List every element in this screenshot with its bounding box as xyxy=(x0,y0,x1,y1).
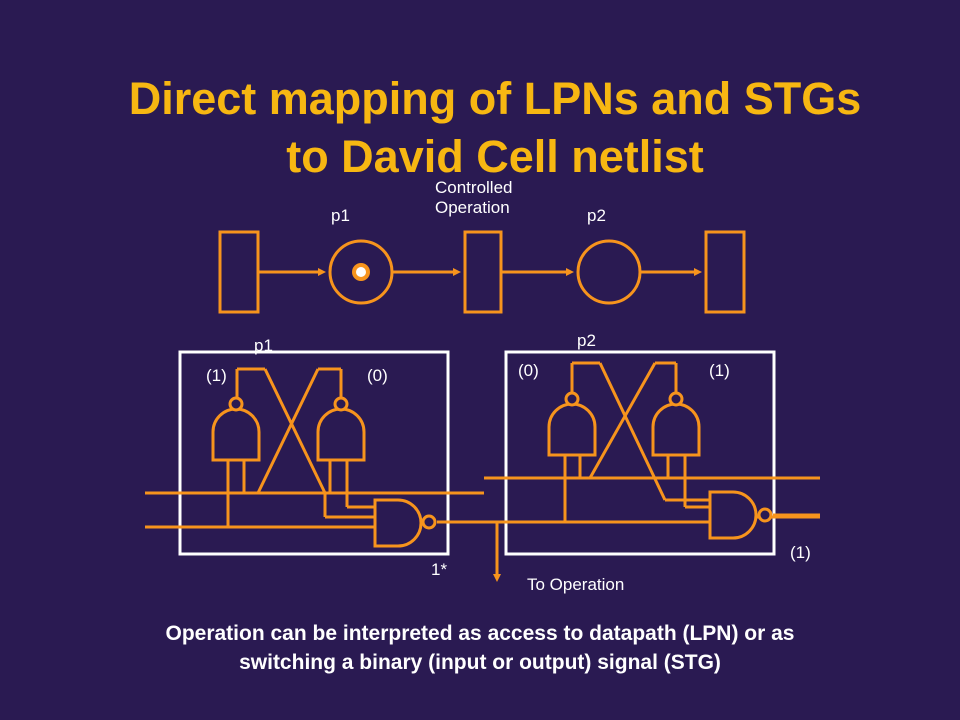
controlled-operation-line-2: Operation xyxy=(435,198,510,217)
david-cell-box-p2 xyxy=(504,350,776,556)
controlled-operation-line-1: Controlled xyxy=(435,178,513,197)
cell-p1-name: p1 xyxy=(254,336,273,355)
nand-gate-p1-b xyxy=(316,407,366,462)
output-right-state: (1) xyxy=(790,543,811,562)
transition-controlled-operation xyxy=(463,230,503,314)
cell-p2-name: p2 xyxy=(577,331,596,350)
to-operation-label: To Operation xyxy=(527,575,625,594)
slide-title: Direct mapping of LPNs and STGs to David… xyxy=(0,70,960,186)
transition-left xyxy=(218,230,260,314)
nand-bubble-p2-b xyxy=(668,391,684,407)
title-line-1: Direct mapping of LPNs and STGs xyxy=(128,73,862,124)
nand-bubble-p1-out xyxy=(421,514,437,530)
nand-gate-p1-a xyxy=(211,407,261,462)
david-cell-p1-gates xyxy=(211,396,437,548)
nand-bubble-p2-a xyxy=(564,391,580,407)
title-line-2: to David Cell netlist xyxy=(286,131,704,182)
caption-line-2: switching a binary (input or output) sig… xyxy=(239,651,721,674)
marker-1star: 1* xyxy=(431,560,448,579)
nand-gate-p1-out xyxy=(373,498,423,548)
cell-p1-right-state: (0) xyxy=(367,366,388,385)
cell-p2-right-state: (1) xyxy=(709,361,730,380)
nand-gate-p2-out xyxy=(708,490,758,540)
token-p1 xyxy=(352,263,370,281)
nand-bubble-p1-b xyxy=(333,396,349,412)
controlled-operation-label: Controlled Operation xyxy=(435,178,513,218)
place-p2 xyxy=(576,239,642,305)
nand-bubble-p1-a xyxy=(228,396,244,412)
david-cell-p2-gates xyxy=(547,391,773,540)
david-cell-box-p1 xyxy=(178,350,450,556)
place-p1-label: p1 xyxy=(331,206,350,225)
nand-bubble-p2-out xyxy=(757,507,773,523)
nand-gate-p2-b xyxy=(651,402,701,457)
petri-net xyxy=(218,230,746,314)
cell-p2-left-state: (0) xyxy=(518,361,539,380)
david-cell-p1-wiring xyxy=(145,367,497,529)
caption-line-1: Operation can be interpreted as access t… xyxy=(165,622,795,645)
place-p2-label: p2 xyxy=(587,206,606,225)
transition-right xyxy=(704,230,746,314)
cell-p1-left-state: (1) xyxy=(206,366,227,385)
nand-gate-p2-a xyxy=(547,402,597,457)
slide-caption: Operation can be interpreted as access t… xyxy=(0,619,960,677)
